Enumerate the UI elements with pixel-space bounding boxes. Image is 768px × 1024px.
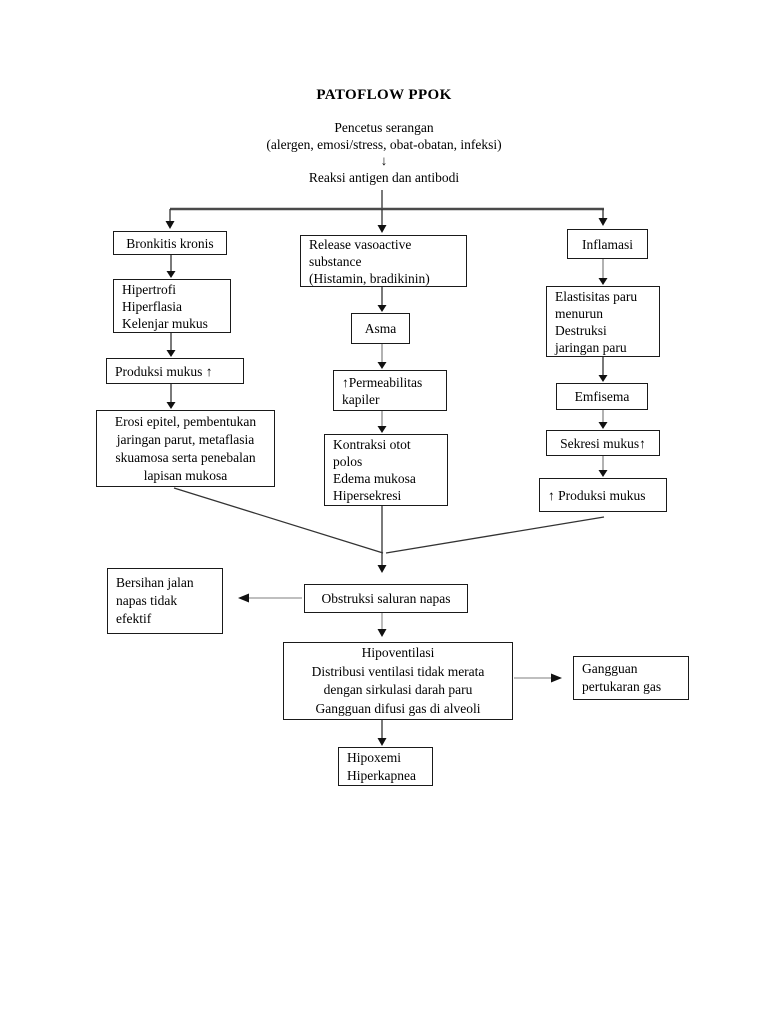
box-kontraksi-otot-polos: Kontraksi otot polos Edema mukosa Hipers… [324, 434, 448, 506]
box-hipertrofi-hiperflasia: Hipertrofi Hiperflasia Kelenjar mukus [113, 279, 231, 333]
arrowheads [165, 218, 608, 746]
reaction-text: Reaksi antigen dan antibodi [308, 169, 460, 185]
box-hipoxemi-hiperkapnea: Hipoxemi Hiperkapnea [338, 747, 433, 786]
box-hipoventilasi: Hipoventilasi Distribusi ventilasi tidak… [283, 642, 513, 720]
box-produksi-mukus-left: Produksi mukus ↑ [106, 358, 244, 384]
trigger-detail-text: (alergen, emosi/stress, obat-obatan, inf… [266, 136, 502, 152]
box-elastisitas-paru: Elastisitas paru menurun Destruksi jarin… [546, 286, 660, 357]
box-bronkitis-kronis: Bronkitis kronis [113, 231, 227, 255]
page-title: PATOFLOW PPOK [316, 87, 452, 103]
box-produksi-mukus-right: ↑ Produksi mukus [539, 478, 667, 512]
box-obstruksi-saluran-napas: Obstruksi saluran napas [304, 584, 468, 613]
box-gangguan-pertukaran-gas: Gangguan pertukaran gas [573, 656, 689, 700]
box-emfisema: Emfisema [556, 383, 648, 410]
box-release-vasoactive: Release vasoactive substance (Histamin, … [300, 235, 467, 287]
box-inflamasi: Inflamasi [567, 229, 648, 259]
intro-text-block: Pencetus serangan (alergen, emosi/stress… [0, 120, 768, 186]
box-bersihan-jalan-napas: Bersihan jalan napas tidak efektif [107, 568, 223, 634]
box-sekresi-mukus: Sekresi mukus↑ [546, 430, 660, 456]
connector-lines [169, 190, 605, 738]
box-asma: Asma [351, 313, 410, 344]
down-arrow-glyph: ↓ [380, 153, 388, 168]
box-erosi-epitel: Erosi epitel, pembentukan jaringan parut… [96, 410, 275, 487]
trigger-text: Pencetus serangan [334, 120, 434, 135]
box-permeabilitas-kapiler: ↑Permeabilitas kapiler [333, 370, 447, 411]
